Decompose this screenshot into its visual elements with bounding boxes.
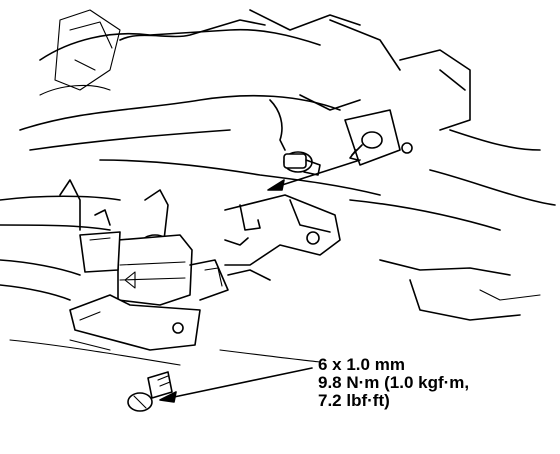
purge-valve-assembly [59,179,271,306]
mounting-bracket [224,194,341,266]
bolt-icon [127,371,173,412]
torque-value-line1: 9.8 N·m (1.0 kgf·m, [318,373,470,392]
torque-spec-callout: 6 x 1.0 mm 9.8 N·m (1.0 kgf·m, 7.2 lbf·f… [318,356,554,410]
arrow-icon [267,159,361,191]
stud-bolt-icon [344,109,413,166]
background-engine-outline [0,9,556,366]
callout-leader [159,367,313,403]
sensor-connector-icon [269,99,321,176]
clamp-plate [69,294,201,351]
bolt-size-label: 6 x 1.0 mm [318,355,405,374]
torque-value-line2: 7.2 lbf·ft) [318,391,390,410]
